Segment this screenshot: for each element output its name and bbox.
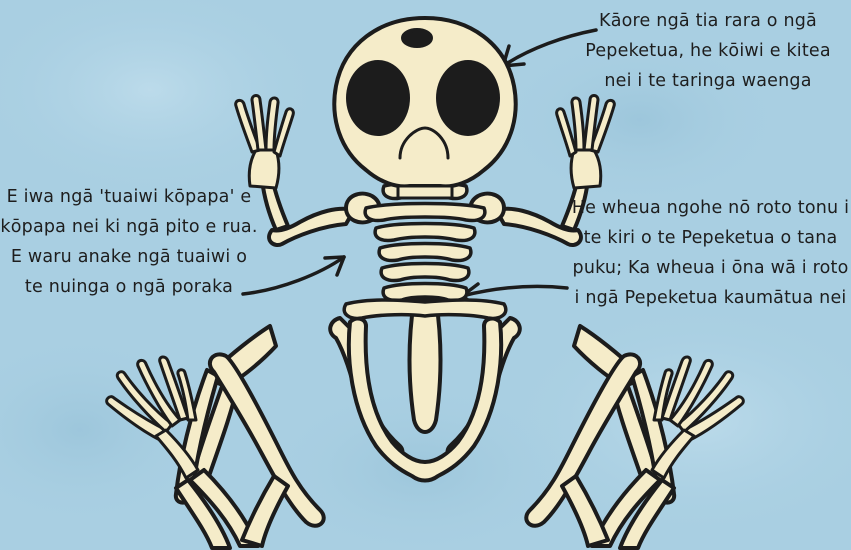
- right-hand: [557, 96, 615, 189]
- left-hind-foot: [107, 357, 198, 478]
- right-hind-foot: [652, 357, 743, 478]
- pelvis: [349, 300, 501, 481]
- arrow-to-vertebrae: [243, 257, 344, 294]
- annotation-middle-ear: Kāore ngā tia rara o ngā Pepeketua, he k…: [572, 6, 844, 96]
- annotation-vertebrae: E iwa ngā 'tuaiwi kōpapa' e kōpapa nei k…: [0, 182, 258, 302]
- left-hand: [236, 96, 294, 189]
- annotation-soft-bones: He wheua ngohe nō roto tonu i te kiri o …: [570, 193, 851, 313]
